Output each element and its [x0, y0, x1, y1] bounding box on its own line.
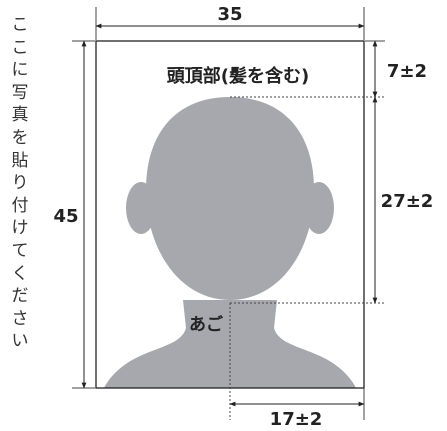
- silhouette-face: [146, 97, 314, 300]
- side-instruction-char: 貼: [11, 150, 29, 171]
- side-instruction-char: だ: [11, 286, 29, 307]
- height-label: 45: [53, 206, 78, 227]
- side-instruction-char: に: [11, 60, 29, 81]
- side-instruction-char: く: [11, 263, 29, 284]
- side-instruction-char: 付: [11, 195, 29, 216]
- top-margin-label: 7±2: [387, 61, 427, 82]
- side-instruction-char: 写: [11, 82, 29, 103]
- side-instruction-char: て: [11, 240, 29, 261]
- dotted-guides: [229, 96, 385, 420]
- side-instruction-char: こ: [11, 15, 29, 35]
- side-instruction-char: け: [11, 218, 29, 239]
- chin-label: あご: [189, 314, 224, 335]
- side-instruction-char: い: [11, 331, 29, 352]
- crown-label: 頭頂部(髪を含む): [167, 65, 309, 87]
- side-instruction-char: り: [11, 173, 29, 194]
- face-label: 27±2: [381, 191, 434, 212]
- side-instruction-char: 真: [11, 105, 29, 126]
- width-label: 35: [217, 4, 242, 25]
- side-instruction-char: さ: [11, 308, 29, 329]
- center-label: 17±2: [270, 409, 323, 430]
- side-instruction-char: こ: [11, 37, 29, 58]
- side-instruction: ここに写真を貼り付けてください: [8, 14, 32, 353]
- side-instruction-char: を: [11, 127, 29, 148]
